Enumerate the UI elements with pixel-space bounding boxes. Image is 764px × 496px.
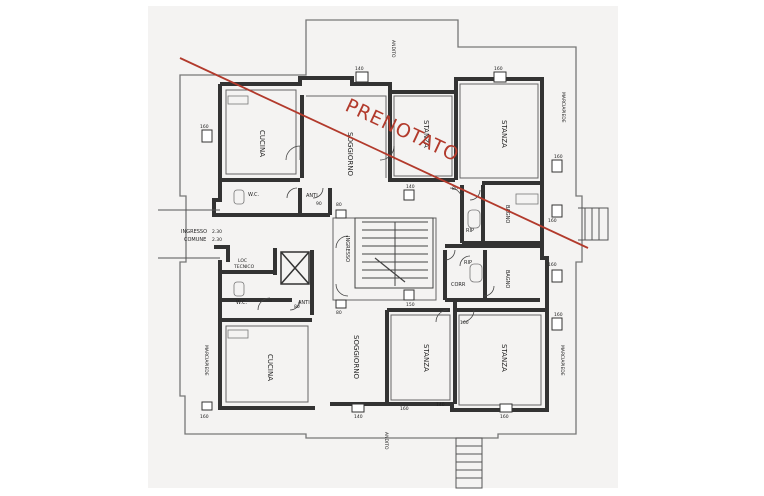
label-loc-tecnico-2: TECNICO (233, 264, 255, 270)
dim-13: 140 (354, 414, 363, 420)
dimension-labels: 140 160 160 160 90 160 80 140 160 80 80 … (200, 66, 563, 420)
fixtures (227, 95, 539, 339)
label-wc-bottom: W.C. (236, 300, 247, 306)
label-stanza-bottom-left: STANZA (422, 344, 430, 372)
label-marciapiede-l: MARCIAPIEDE (203, 345, 209, 376)
label-antibagno-top: ANTI (306, 193, 318, 199)
label-stanza-top-small: STANZA (422, 120, 430, 148)
label-elevation-2: 2.30 (212, 237, 222, 243)
label-rip-top: RIP (466, 228, 474, 234)
label-ingresso-comune-2: COMUNE (184, 237, 206, 243)
dim-18: 80 (452, 186, 458, 192)
label-ingresso: INGRESSO (344, 236, 350, 262)
exterior-labels: INGRESSO COMUNE 2.30 2.30 ANDITO ANDITO … (181, 40, 566, 450)
label-marciapiede-tr: MARCIAPIEDE (560, 92, 566, 123)
dim-3: 160 (200, 124, 209, 130)
dim-8: 140 (406, 184, 415, 190)
label-corr: CORR (451, 282, 466, 288)
label-andito-top: ANDITO (390, 40, 396, 58)
label-cucina-top: CUCINA (258, 130, 266, 157)
dim-1: 140 (355, 66, 364, 72)
dim-4: 160 (554, 154, 563, 160)
reserved-strike-line (179, 57, 589, 249)
window-marks (201, 71, 563, 413)
dim-19: 160 (460, 320, 469, 326)
dim-20: 160 (400, 406, 409, 412)
label-andito-bottom: ANDITO (383, 432, 389, 450)
entrance-gaps (158, 207, 609, 259)
label-rip-mid: RIP (464, 260, 472, 266)
label-ingresso-comune-1: INGRESSO (181, 229, 207, 235)
external-stair (455, 437, 483, 489)
dim-16: 160 (554, 312, 563, 318)
dim-17: 140 (436, 402, 445, 408)
stair-core (354, 217, 434, 289)
room-labels: CUCINA SOGGIORNO STANZA STANZA W.C. ANTI… (233, 120, 510, 381)
label-soggiorno-top: SOGGIORNO (346, 132, 354, 176)
label-elevation-1: 2.30 (212, 229, 222, 235)
label-soggiorno-bottom: SOGGIORNO (352, 335, 360, 379)
elevator-shaft (280, 251, 310, 285)
label-marciapiede-br: MARCIAPIEDE (559, 345, 565, 376)
dim-6: 160 (548, 218, 557, 224)
dim-10: 80 (294, 304, 300, 310)
door-swings (257, 145, 495, 323)
dim-11: 80 (336, 310, 342, 316)
label-bagno-top: BAGNO (504, 205, 510, 223)
label-stanza-top-right: STANZA (500, 120, 508, 148)
label-loc-tecnico-1: LOC (238, 258, 247, 264)
label-stanza-bottom-right: STANZA (500, 344, 508, 372)
dim-14: 160 (500, 414, 509, 420)
dim-15: 160 (200, 414, 209, 420)
dim-5: 90 (316, 201, 322, 207)
dim-12: 150 (406, 302, 415, 308)
dim-7: 80 (336, 202, 342, 208)
dim-9: 160 (548, 262, 557, 268)
label-wc-top: W.C. (248, 192, 259, 198)
label-antibagno-bottom: ANTI (298, 300, 310, 306)
label-cucina-bottom: CUCINA (266, 354, 274, 381)
label-bagno-bottom: BAGNO (504, 270, 510, 288)
building-walls (212, 76, 549, 412)
dim-2: 160 (494, 66, 503, 72)
site-outline (179, 19, 583, 439)
